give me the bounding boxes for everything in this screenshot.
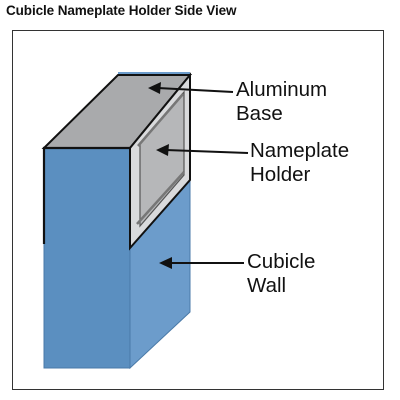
nameplate-holder-label-line2: Holder <box>250 163 311 186</box>
aluminum-base-left-edge <box>42 146 130 244</box>
aluminum-base-label-line2: Base <box>236 102 283 125</box>
aluminum-base-arrowhead <box>148 82 161 94</box>
cubicle-wall-label-line1: Cubicle <box>247 250 315 273</box>
diagram-title: Cubicle Nameplate Holder Side View <box>6 3 237 18</box>
nameplate-holder-arrowhead <box>156 144 169 156</box>
aluminum-base-label-line1: Aluminum <box>236 78 327 101</box>
nameplate-holder-label: Nameplate Holder <box>250 139 355 186</box>
cubicle-wall-label: Cubicle Wall <box>247 250 321 297</box>
aluminum-base-arrow-line <box>157 87 234 93</box>
cubicle-wall-front-face <box>43 147 131 369</box>
nameplate-holder-top-rail <box>137 93 184 147</box>
nameplate-holder-arrow-line <box>165 149 249 154</box>
cubicle-wall-arrowhead <box>159 257 172 269</box>
aluminum-base-label: Aluminum Base <box>236 78 333 125</box>
nameplate-holder-bottom-rail <box>136 171 185 225</box>
cubicle-wall-label-line2: Wall <box>247 274 286 297</box>
nameplate-holder-label-line1: Nameplate <box>250 139 349 162</box>
